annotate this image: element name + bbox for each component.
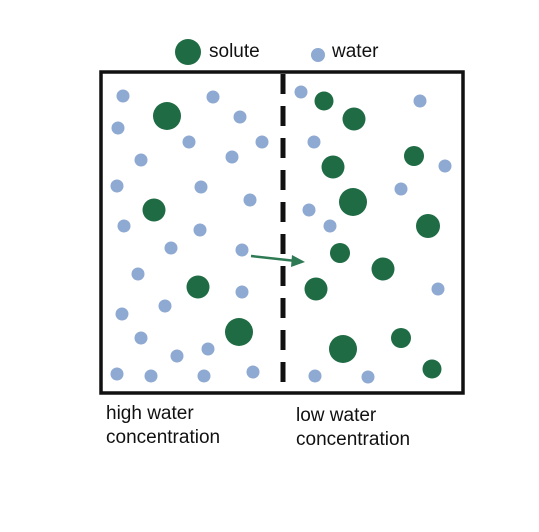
left-caption-line2: concentration — [106, 427, 221, 448]
legend-solute-label: solute — [209, 41, 260, 62]
container-box — [99, 70, 465, 395]
left-water-molecules — [110, 89, 269, 383]
legend-water-marker — [311, 48, 325, 62]
right-water-molecules — [294, 85, 452, 384]
right-caption-line2: concentration — [296, 429, 411, 450]
left-solute-molecules — [142, 102, 253, 346]
right-caption: low water concentration — [296, 404, 410, 452]
right-caption-line1: low water — [296, 405, 377, 426]
water-movement-arrow — [250, 254, 305, 267]
left-caption-line1: high water — [106, 403, 194, 424]
left-caption: high water concentration — [106, 402, 220, 450]
right-solute-molecules — [304, 91, 442, 379]
legend-water-label: water — [332, 41, 379, 62]
legend-solute-marker — [175, 39, 201, 65]
